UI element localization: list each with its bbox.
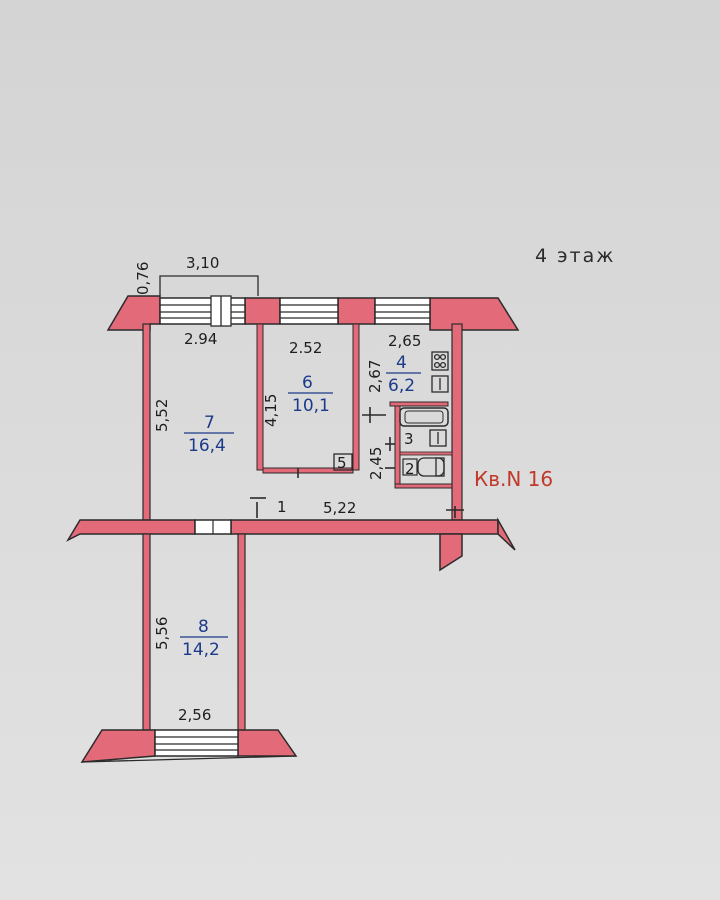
wall-room6-left bbox=[256, 323, 264, 471]
dim-kitchen-depth: 2,67 bbox=[366, 360, 384, 393]
room-4-area: 6,2 bbox=[388, 376, 415, 396]
sink-icon bbox=[431, 375, 449, 393]
room-2-label: 2 bbox=[405, 460, 415, 478]
room-6-number: 6 bbox=[302, 373, 313, 393]
window-lines-bottom bbox=[81, 736, 297, 763]
room-4-number: 4 bbox=[396, 353, 407, 373]
toilet-icon bbox=[417, 457, 445, 477]
window-lines bbox=[160, 295, 430, 327]
room-3-label: 3 bbox=[404, 430, 414, 448]
dim-room6-depth: 4,15 bbox=[262, 394, 280, 427]
dim-bath-depth: 2,45 bbox=[367, 447, 385, 480]
stove-icon bbox=[431, 351, 449, 371]
wall-kitchen-bottom bbox=[389, 401, 449, 407]
wall-middle bbox=[66, 517, 516, 572]
exterior-wall-bottom bbox=[80, 729, 298, 763]
dim-room8-width: 2,56 bbox=[178, 706, 211, 724]
room-8-number: 8 bbox=[198, 617, 209, 637]
balcony-outline bbox=[159, 275, 259, 296]
bathtub bbox=[399, 407, 449, 427]
wall-room6-right bbox=[352, 323, 360, 471]
room-5-label: 5 bbox=[337, 454, 347, 472]
closet-box bbox=[333, 453, 353, 471]
room-8-area: 14,2 bbox=[182, 640, 220, 660]
room-1-label: 1 bbox=[277, 498, 287, 516]
dim-room8-depth: 5,56 bbox=[153, 617, 171, 650]
wall-bath-bottom bbox=[394, 483, 453, 489]
door-ticks bbox=[250, 407, 464, 518]
dim-balcony-width: 3,10 bbox=[186, 254, 219, 272]
washbasin-icon bbox=[429, 429, 447, 447]
dim-room7-width: 2.94 bbox=[184, 330, 217, 348]
wall-right-lower bbox=[237, 533, 246, 731]
wall-right-upper bbox=[451, 323, 463, 521]
floor-label: 4 этаж bbox=[535, 245, 615, 267]
wall-left-upper bbox=[142, 323, 151, 521]
wc-label-box bbox=[402, 458, 418, 476]
dim-room6-width: 2.52 bbox=[289, 339, 322, 357]
bathtub-inner bbox=[404, 410, 444, 424]
room-7-area: 16,4 bbox=[188, 436, 226, 456]
room-6-area: 10,1 bbox=[292, 396, 330, 416]
wall-wc-top bbox=[399, 451, 453, 456]
dim-kitchen-width: 2,65 bbox=[388, 332, 421, 350]
apartment-label: Кв.N 16 bbox=[474, 467, 553, 491]
dim-balcony-depth: 0,76 bbox=[134, 262, 152, 295]
dim-hall-length: 5,22 bbox=[323, 499, 356, 517]
wall-left-lower bbox=[142, 533, 151, 731]
dim-room7-depth: 5,52 bbox=[153, 399, 171, 432]
wall-room6-bottom bbox=[262, 467, 354, 474]
room-7-number: 7 bbox=[204, 413, 215, 433]
